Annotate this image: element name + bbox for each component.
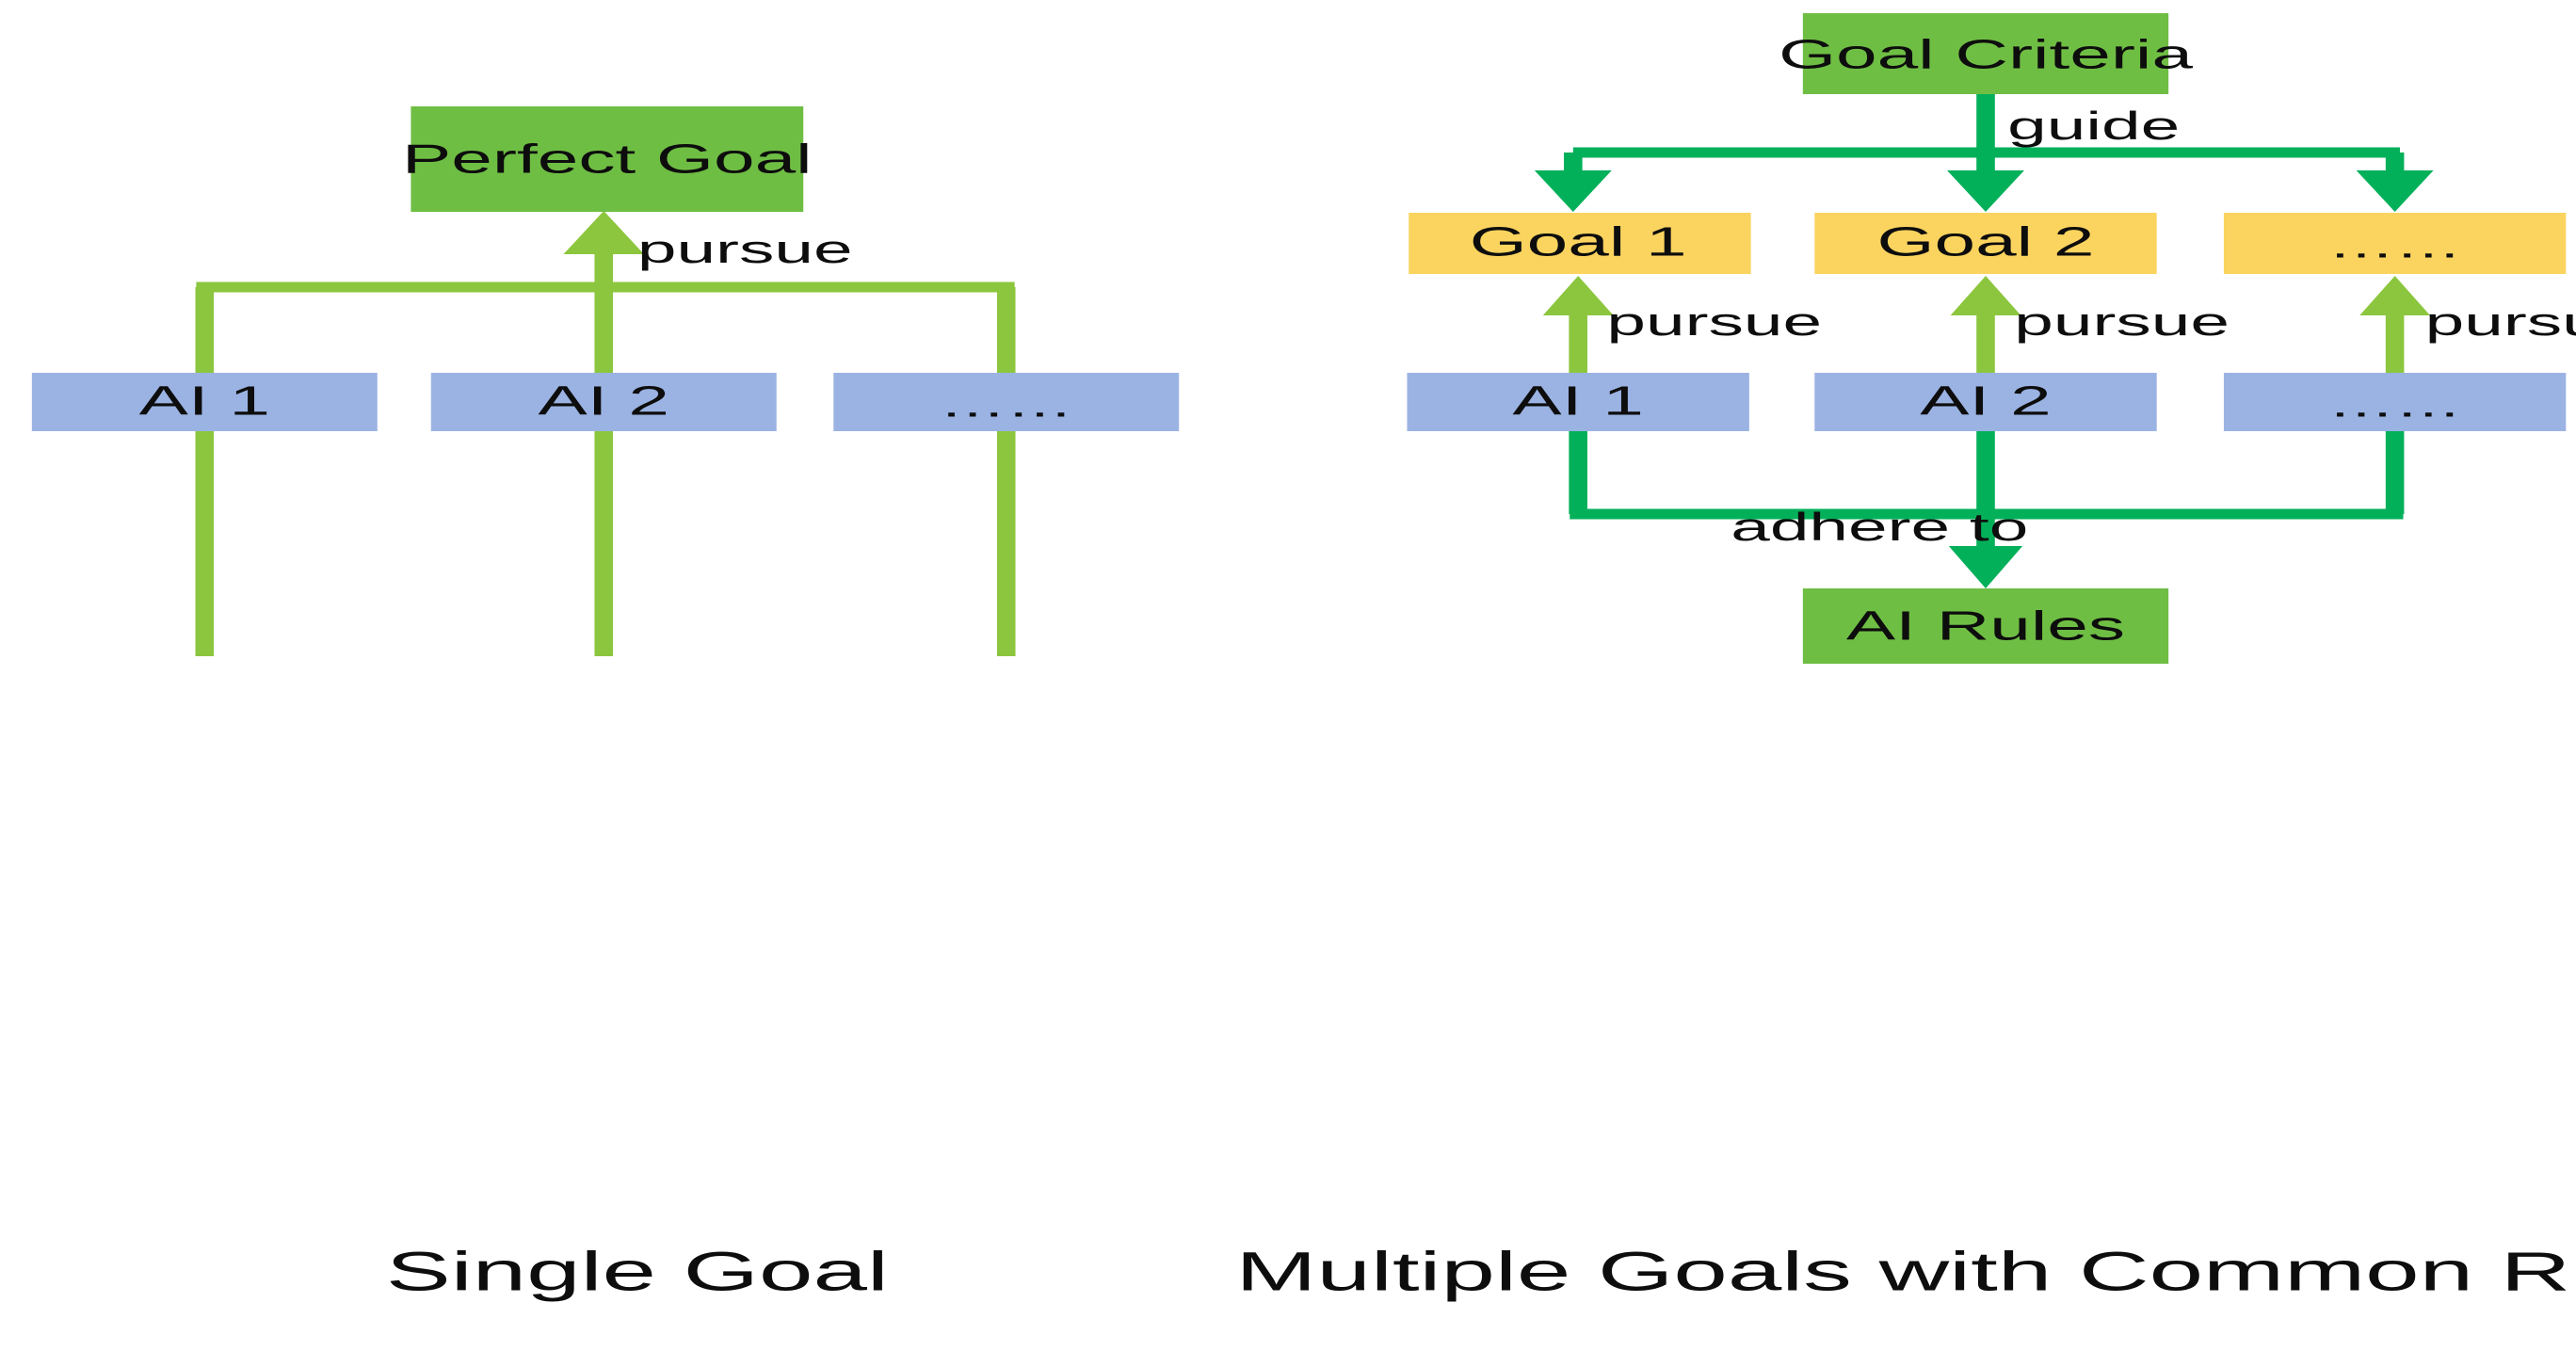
goal-more-box[interactable]	[2223, 213, 2567, 274]
ai-1-label: AI 1	[139, 378, 270, 424]
node-ai-2[interactable]: AI 2	[430, 373, 777, 431]
arrowhead-up-goal-more	[2359, 276, 2431, 315]
node-goal-criteria[interactable]: Goal Criteria	[1779, 13, 2194, 94]
node-ai-rules[interactable]: AI Rules	[1802, 588, 2169, 664]
arrowhead-up-goal-1	[1542, 276, 1614, 315]
edge-pursue-2	[1950, 276, 2021, 373]
ai-rules-label: AI Rules	[1846, 603, 2125, 649]
m-ai-1-label: AI 1	[1512, 378, 1643, 424]
ai-2-label: AI 2	[539, 378, 669, 424]
edge-pursue-merged	[195, 211, 1016, 656]
caption-single-goal: Single Goal	[386, 1241, 889, 1302]
ai-1-box[interactable]	[31, 373, 378, 431]
m-ai-more-box[interactable]	[2223, 373, 2567, 431]
panel-single-goal: Perfect Goal pursue AI 1 AI 2 …… Single …	[31, 106, 1180, 1302]
caption-multiple-goals: Multiple Goals with Common Rules	[1235, 1241, 2576, 1302]
edge-label-pursue-left: pursue	[637, 227, 853, 271]
m-ai-2-box[interactable]	[1814, 373, 2157, 431]
m-ai-more-label: ……	[2327, 383, 2461, 425]
edge-label-pursue-1: pursue	[1606, 299, 1822, 344]
edge-pursue-1	[1542, 276, 1614, 373]
node-goal-1[interactable]: Goal 1	[1409, 213, 1751, 274]
arrowhead-down-goal-1	[1534, 170, 1612, 212]
arrowhead-up-perfect-goal	[563, 211, 644, 254]
edge-label-pursue-3: pursue	[2425, 299, 2576, 344]
goal-more-label: ……	[2327, 224, 2461, 265]
edge-label-guide: guide	[2007, 104, 2180, 148]
ai-more-label: ……	[940, 383, 1073, 425]
goal-2-box[interactable]	[1814, 213, 2157, 274]
m-ai-2-label: AI 2	[1920, 378, 2051, 424]
arrowhead-up-goal-2	[1950, 276, 2021, 315]
edge-label-pursue-2: pursue	[2014, 299, 2230, 344]
arrowhead-down-ai-rules	[1948, 546, 2023, 588]
node-ai-1[interactable]: AI 1	[31, 373, 378, 431]
node-goal-more[interactable]: ……	[2223, 213, 2567, 274]
perfect-goal-label: Perfect Goal	[402, 136, 813, 182]
goal-criteria-label: Goal Criteria	[1779, 31, 2194, 77]
ai-2-box[interactable]	[430, 373, 777, 431]
edge-adhere-to	[1569, 431, 2405, 588]
node-m-ai-more[interactable]: ……	[2223, 373, 2567, 431]
perfect-goal-box[interactable]	[411, 106, 804, 212]
goal-1-label: Goal 1	[1470, 218, 1687, 265]
node-ai-more[interactable]: ……	[833, 373, 1180, 431]
edge-pursue-3	[2359, 276, 2431, 373]
node-goal-2[interactable]: Goal 2	[1814, 213, 2157, 274]
node-m-ai-1[interactable]: AI 1	[1407, 373, 1749, 431]
goal-criteria-box[interactable]	[1802, 13, 2169, 94]
ai-more-box[interactable]	[833, 373, 1180, 431]
node-m-ai-2[interactable]: AI 2	[1814, 373, 2157, 431]
panel-multiple-goals: Goal Criteria guide Goal 1 Goal 2 ……	[1235, 13, 2576, 1302]
edge-guide	[1534, 94, 2434, 212]
edge-label-adhere-to: adhere to	[1731, 505, 2028, 549]
ai-rules-box[interactable]	[1802, 588, 2169, 664]
goal-2-label: Goal 2	[1877, 218, 2095, 265]
goal-1-box[interactable]	[1409, 213, 1751, 274]
arrowhead-down-goal-more	[2356, 170, 2434, 212]
arrowhead-down-goal-2	[1947, 170, 2024, 212]
m-ai-1-box[interactable]	[1407, 373, 1749, 431]
node-perfect-goal[interactable]: Perfect Goal	[402, 106, 813, 212]
